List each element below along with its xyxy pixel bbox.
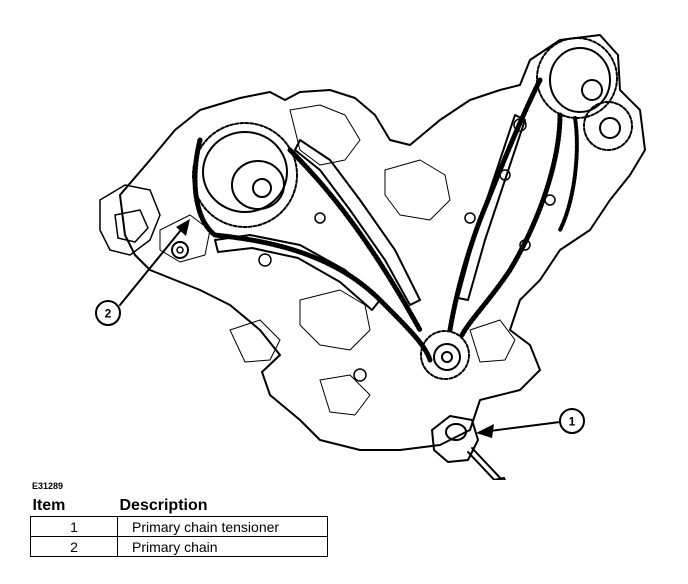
figure-id: E31289 xyxy=(32,481,64,491)
callout-arrows xyxy=(119,224,561,433)
engine-block-outline xyxy=(119,34,646,451)
secondary-chain-right xyxy=(558,116,579,232)
legend-item-description: Primary chain xyxy=(117,536,328,557)
callout-2-circle xyxy=(95,300,121,326)
arrowhead-2 xyxy=(176,219,190,236)
table-row: 1 Primary chain tensioner xyxy=(30,516,328,537)
callout-1-label: 1 xyxy=(569,415,576,429)
arrowhead-1 xyxy=(476,424,494,438)
primary-chain-tensioner xyxy=(431,415,506,480)
callout-2-label: 2 xyxy=(105,307,112,321)
right-cam-sprocket-lower xyxy=(583,101,633,151)
chain-guide-left xyxy=(294,139,421,306)
table-row: 2 Primary chain xyxy=(30,536,328,557)
casting-detail xyxy=(159,104,516,416)
legend-item-number: 1 xyxy=(30,516,118,537)
left-bolt xyxy=(171,241,189,259)
legend-header-row: Item Description xyxy=(31,496,328,517)
crank-sprocket xyxy=(420,330,470,380)
callout-1-circle xyxy=(559,408,585,434)
right-cam-sprocket-upper xyxy=(536,37,618,119)
left-cam-sprocket xyxy=(192,122,298,228)
legend-header-item: Item xyxy=(32,497,66,514)
legend-table: Item Description 1 Primary chain tension… xyxy=(30,496,328,557)
legend-item-description: Primary chain tensioner xyxy=(117,516,328,537)
block-bolts xyxy=(258,118,556,382)
left-housing xyxy=(99,184,161,256)
tensioner-arm-left xyxy=(214,234,381,311)
legend-header-description: Description xyxy=(119,497,208,514)
chain-guide-right xyxy=(457,114,526,301)
primary-chain-left xyxy=(192,137,433,363)
engine-timing-diagram: 1 2 xyxy=(95,34,646,480)
legend-item-number: 2 xyxy=(30,536,118,557)
primary-chain-right xyxy=(447,77,563,338)
